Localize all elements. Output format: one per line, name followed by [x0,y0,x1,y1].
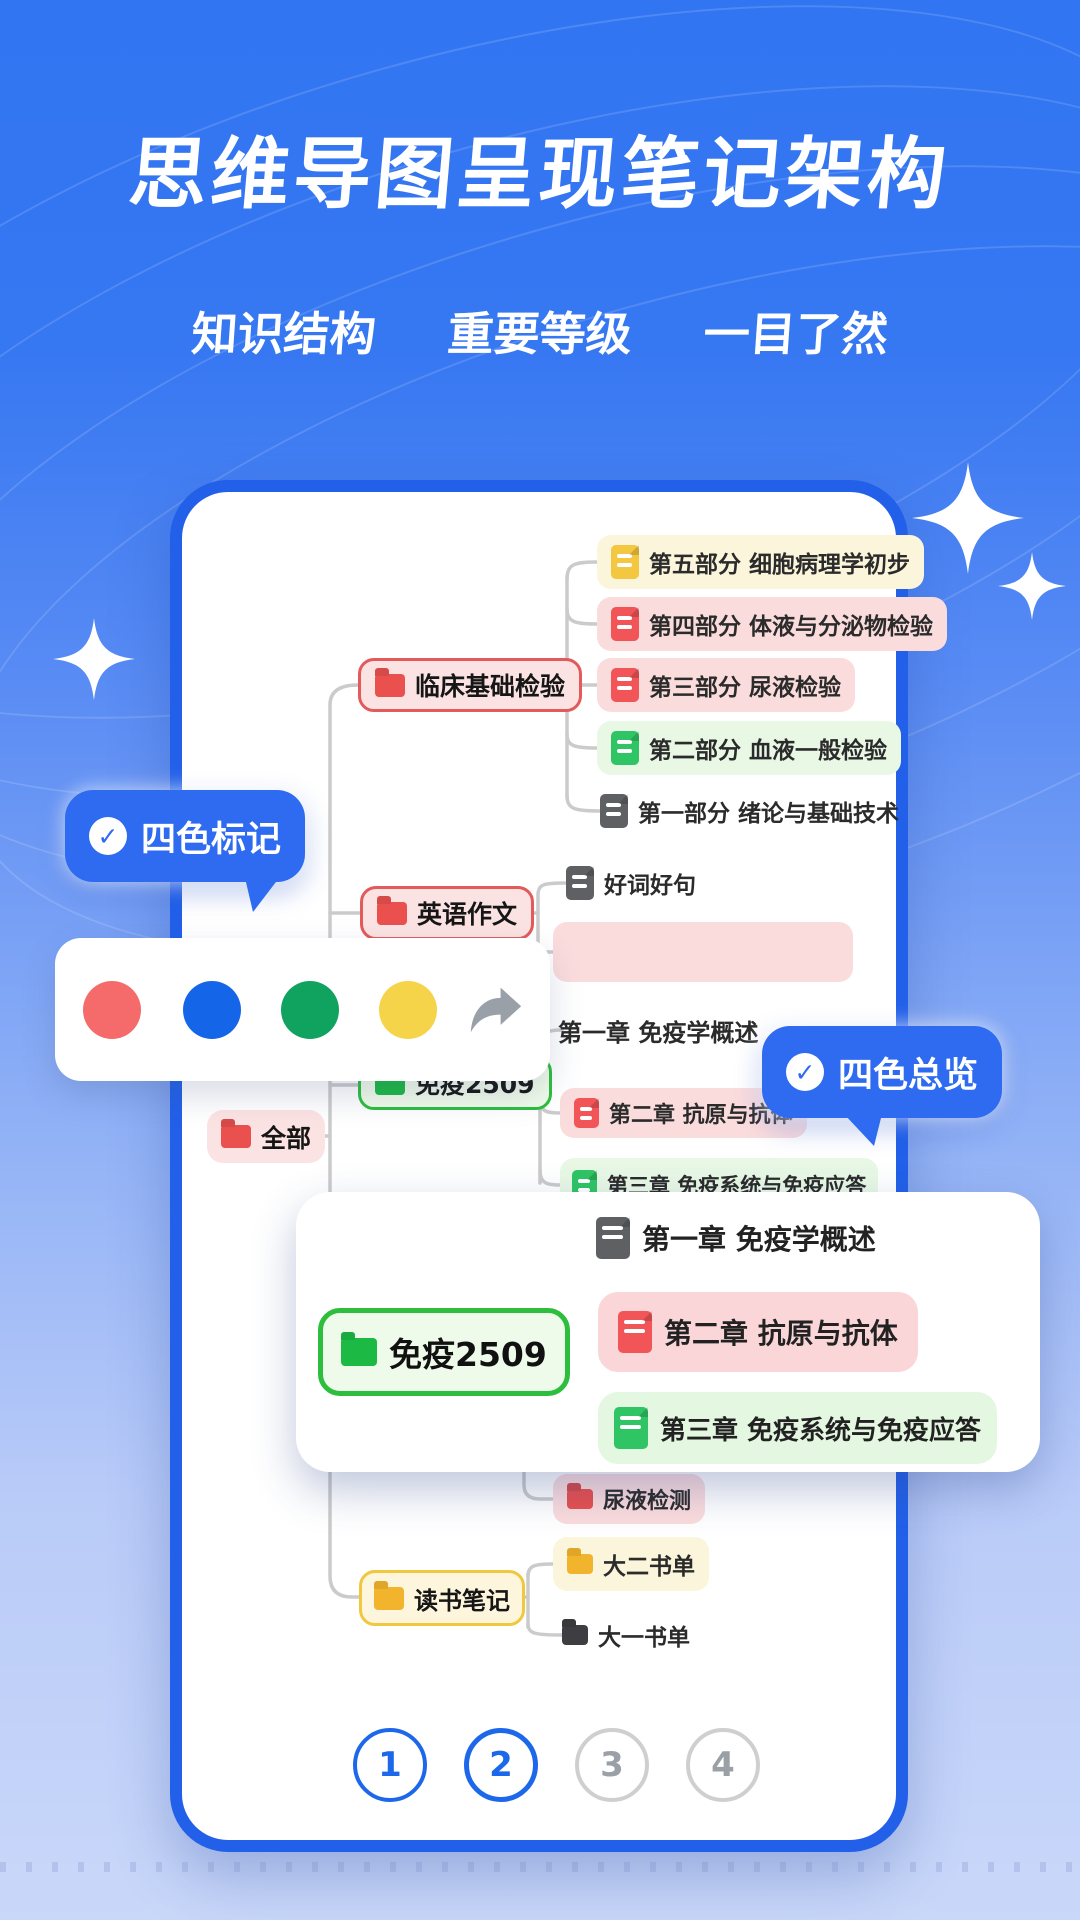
leaf-label: 第五部分 细胞病理学初步 [649,552,911,578]
root-label: 全部 [261,1123,312,1153]
share-arrow-icon[interactable] [467,985,523,1035]
leaf-label: 第一章 免疫学概述 [558,1018,759,1047]
page-dot-4[interactable]: 4 [686,1728,760,1802]
leaf-label: 好词好句 [604,873,696,899]
doc-icon [611,731,639,765]
zoom-leaf-label: 第二章 抗原与抗体 [664,1317,898,1350]
mindmap-root-all[interactable]: 全部 [207,1110,326,1163]
branch-label: 英语作文 [417,900,518,929]
leaf-label: 第三部分 尿液检验 [649,675,842,701]
check-icon: ✓ [786,1053,824,1091]
zoom-leaf-label: 第一章 免疫学概述 [642,1223,876,1256]
doc-icon [600,794,628,828]
callout-label: 四色总览 [838,1055,979,1096]
zoom-leaf-label: 第三章 免疫系统与免疫应答 [660,1415,982,1446]
callout-tail [245,878,280,912]
color-swatch-red[interactable] [83,980,141,1039]
leaf-label: 第一部分 绪论与基础技术 [638,801,900,827]
doc-icon [614,1407,648,1449]
leaf-label: 大二书单 [603,1554,695,1580]
mindmap-leaf-part1[interactable]: 第一部分 绪论与基础技术 [600,784,899,838]
callout-four-color-overview: ✓ 四色总览 [762,1026,1003,1146]
leaf-label: 第二章 抗原与抗体 [609,1103,793,1128]
leaf-label: 第二部分 血液一般检验 [649,738,888,764]
pagination: 1 2 3 4 [353,1728,760,1802]
doc-icon [566,866,594,900]
callout-tail [844,1114,882,1146]
zoom-node-immunity[interactable]: 免疫2509 [318,1308,570,1396]
mindmap-leaf-phrases[interactable]: 好词好句 [566,856,696,910]
mindmap-branch-clinical[interactable]: 临床基础检验 [358,658,583,712]
folder-icon [341,1338,377,1366]
callout-four-color-mark: ✓ 四色标记 [65,790,306,912]
mindmap-branch-reading[interactable]: 读书笔记 [359,1570,525,1626]
page-dot-3[interactable]: 3 [575,1728,649,1802]
zoom-leaf-ch1[interactable]: 第一章 免疫学概述 [596,1212,876,1264]
bottom-tick-strip [0,1862,1080,1872]
leaf-label: 尿液检测 [603,1489,692,1514]
doc-icon [596,1217,630,1259]
folder-icon [374,1586,404,1610]
zoom-leaf-ch2[interactable]: 第二章 抗原与抗体 [598,1292,918,1372]
folder-icon [567,1554,593,1574]
mindmap-leaf-part5[interactable]: 第五部分 细胞病理学初步 [597,535,925,589]
mindmap-branch-english[interactable]: 英语作文 [360,886,535,940]
color-swatch-yellow[interactable] [379,980,437,1039]
leaf-label: 第四部分 体液与分泌物检验 [649,614,934,640]
branch-label: 读书笔记 [414,1586,510,1615]
color-toolbar [55,938,550,1081]
color-swatch-blue[interactable] [183,980,241,1039]
doc-icon [611,668,639,702]
mindmap-leaf-part3[interactable]: 第三部分 尿液检验 [597,658,856,712]
callout-label: 四色标记 [141,819,282,860]
mindmap-leaf-ch1-small[interactable]: 第一章 免疫学概述 [520,1003,758,1057]
doc-icon [611,607,639,641]
folder-icon [375,673,405,697]
leaf-label: 大一书单 [598,1625,690,1651]
color-swatch-green[interactable] [281,980,339,1039]
page-dot-1[interactable]: 1 [353,1728,427,1802]
doc-icon [611,545,639,579]
mindmap-leaf-booklist1[interactable]: 大一书单 [562,1608,690,1662]
folder-icon [567,1489,593,1509]
mindmap-leaf-part2[interactable]: 第二部分 血液一般检验 [597,721,902,775]
mindmap-leaf-urine[interactable]: 尿液检测 [553,1474,706,1524]
doc-icon [618,1311,652,1353]
mindmap-leaf-booklist2[interactable]: 大二书单 [553,1537,709,1591]
doc-icon [574,1098,599,1128]
folder-icon [377,901,407,925]
mindmap-leaf-covered[interactable] [553,922,853,982]
zoom-node-label: 免疫2509 [389,1335,547,1374]
zoom-leaf-ch3[interactable]: 第三章 免疫系统与免疫应答 [598,1392,998,1464]
check-icon: ✓ [89,817,127,855]
branch-label: 临床基础检验 [415,672,566,701]
mindmap-leaf-part4[interactable]: 第四部分 体液与分泌物检验 [597,597,948,651]
folder-icon [562,1625,588,1645]
page-dot-2[interactable]: 2 [464,1728,538,1802]
folder-icon [221,1125,251,1148]
